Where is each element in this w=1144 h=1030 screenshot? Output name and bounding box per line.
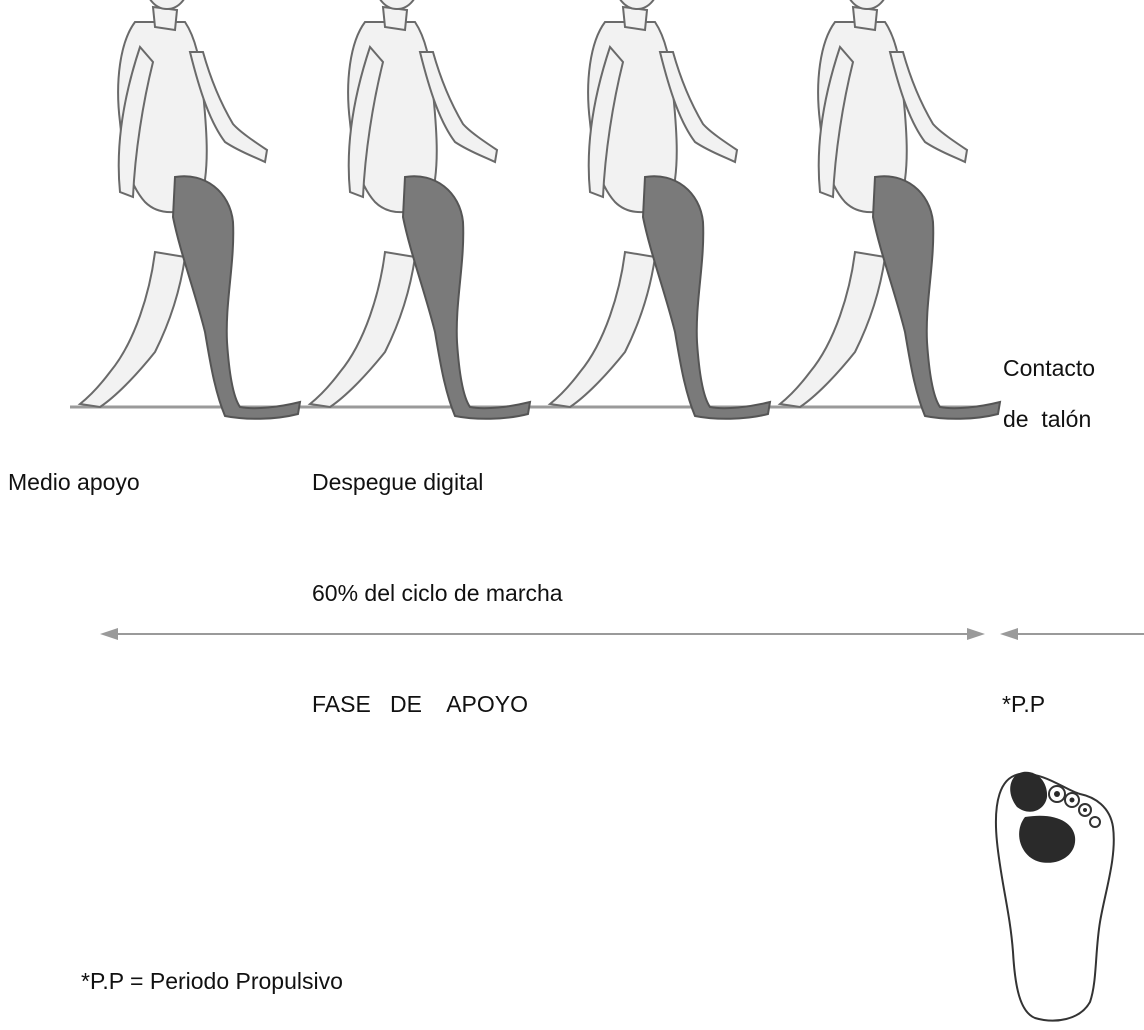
label-fase-apoyo: FASE DE APOYO [312, 693, 528, 716]
label-despegue-digital: Despegue digital [312, 471, 483, 494]
label-medio-apoyo: Medio apoyo [8, 471, 140, 494]
label-pp-legend: *P.P = Periodo Propulsivo [81, 970, 343, 993]
label-pp: *P.P [1002, 693, 1045, 716]
phase-arrows [0, 0, 1144, 700]
label-ciclo-marcha: 60% del ciclo de marcha [312, 582, 563, 605]
propulsive-arrow [1000, 628, 1144, 640]
label-contacto: Contacto [1003, 357, 1095, 380]
stance-phase-arrow [100, 628, 985, 640]
foot-pressure-icon [985, 762, 1125, 1024]
label-de-talon: de talón [1003, 408, 1091, 431]
